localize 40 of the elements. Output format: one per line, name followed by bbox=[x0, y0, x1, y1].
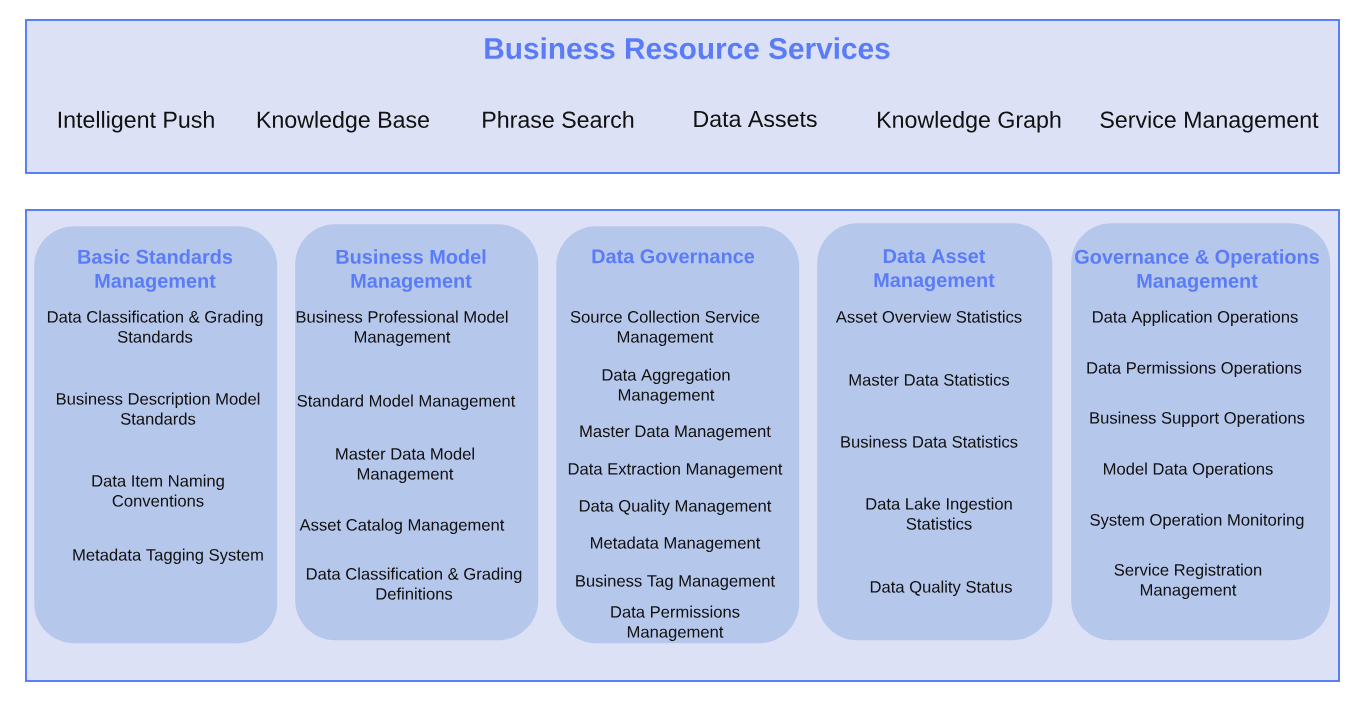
function-label: Model Data Operations bbox=[1104, 462, 1273, 479]
function-label: Asset Overview Statistics bbox=[835, 310, 1022, 323]
service-label: Knowledge Base bbox=[257, 110, 429, 133]
card-heading: Governance & Operations Management bbox=[1075, 249, 1319, 292]
function-label: Standard Model Management bbox=[297, 394, 516, 411]
function-label: Business Description Model Standards bbox=[56, 392, 260, 425]
function-label: Data Item Naming Conventions bbox=[92, 474, 224, 507]
function-label: Metadata Tagging System bbox=[73, 548, 263, 565]
function-label: Data Aggregation Management bbox=[602, 368, 730, 405]
card-heading: Data Asset Management bbox=[874, 249, 995, 292]
function-label: Data Classification & Grading Definitions bbox=[306, 567, 522, 600]
function-label: Data Classification & Grading Standards bbox=[47, 310, 263, 343]
card-heading: Basic Standards Management bbox=[78, 249, 233, 292]
function-label: Data Quality Status bbox=[870, 580, 1012, 597]
function-label: Data Lake Ingestion Statistics bbox=[866, 497, 1012, 530]
function-label: Data Application Operations bbox=[1093, 310, 1298, 327]
service-label: Intelligent Push bbox=[58, 110, 214, 133]
function-label: Business Data Statistics bbox=[841, 435, 1018, 448]
card-heading: Data Governance bbox=[592, 249, 755, 264]
panel-title: Business Resource Services bbox=[485, 37, 890, 60]
function-label: System Operation Monitoring bbox=[1090, 513, 1304, 530]
function-label: Data Extraction Management bbox=[568, 462, 783, 479]
card-heading: Business Model Management bbox=[336, 249, 486, 292]
service-label: Knowledge Graph bbox=[878, 110, 1061, 133]
function-label: Asset Catalog Management bbox=[299, 518, 505, 535]
function-label: Service Registration Management bbox=[1114, 563, 1262, 600]
function-label: Data Permissions Management bbox=[611, 605, 740, 642]
function-label: Data Quality Management bbox=[579, 499, 772, 516]
function-label: Master Data Model Management bbox=[336, 447, 474, 484]
function-label: Business Professional Model Management bbox=[296, 310, 508, 347]
service-label: Service Management bbox=[1100, 110, 1319, 133]
function-label: Master Data Management bbox=[580, 425, 771, 441]
service-label: Phrase Search bbox=[483, 110, 634, 128]
function-label: Source Collection Service Management bbox=[570, 310, 760, 347]
function-label: Data Permissions Operations bbox=[1087, 361, 1302, 378]
function-label: Business Tag Management bbox=[576, 574, 775, 591]
function-label: Master Data Statistics bbox=[849, 373, 1010, 386]
function-label: Metadata Management bbox=[591, 536, 761, 553]
function-label: Business Support Operations bbox=[1090, 411, 1305, 428]
service-label: Data Assets bbox=[694, 110, 817, 128]
